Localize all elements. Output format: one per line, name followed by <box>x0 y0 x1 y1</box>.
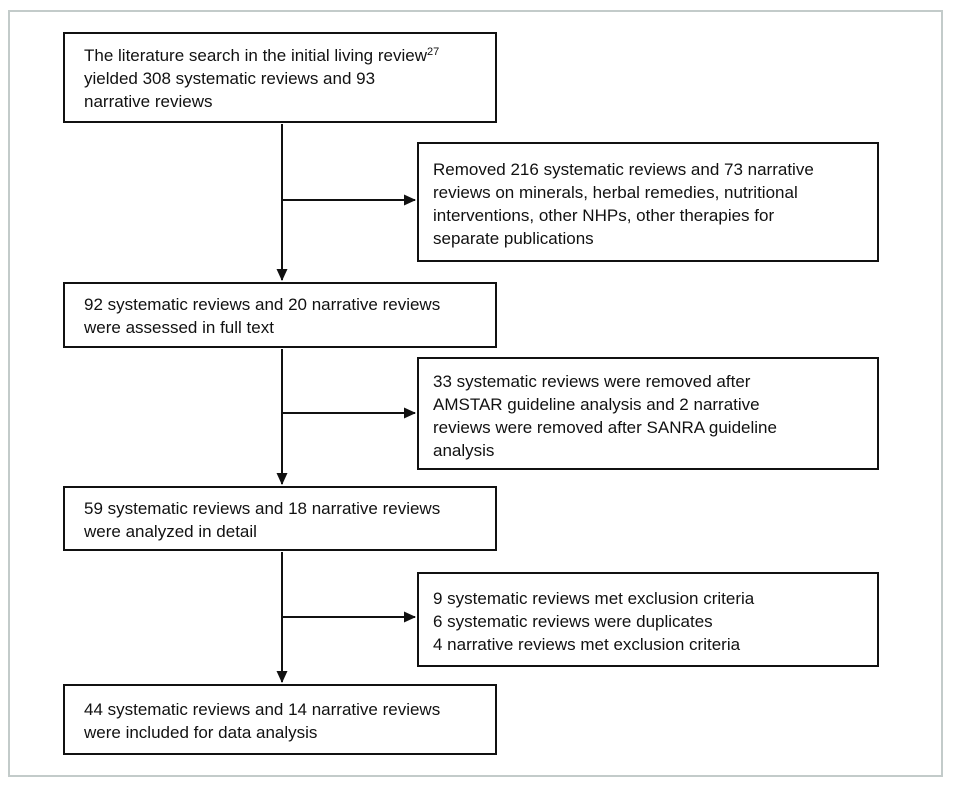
box-text-line: reviews were removed after SANRA guideli… <box>433 418 777 437</box>
flow-box-removed-other-topics: Removed 216 systematic reviews and 73 na… <box>417 142 879 262</box>
box-text-line: were included for data analysis <box>84 723 318 742</box>
box-text-line: were assessed in full text <box>84 318 274 337</box>
box-text-line: narrative reviews <box>84 92 213 111</box>
box-text-line: interventions, other NHPs, other therapi… <box>433 206 775 225</box>
box-text-line: 59 systematic reviews and 18 narrative r… <box>84 499 441 518</box>
box-text-line: analysis <box>433 441 495 460</box>
flow-box-included-for-analysis: 44 systematic reviews and 14 narrative r… <box>63 684 497 755</box>
box-text-line: separate publications <box>433 229 594 248</box>
box-text-line: 44 systematic reviews and 14 narrative r… <box>84 700 441 719</box>
flow-box-exclusions-and-duplicates: 9 systematic reviews met exclusion crite… <box>417 572 879 667</box>
box-text-line: 9 systematic reviews met exclusion crite… <box>433 589 755 608</box>
box-text-line: 6 systematic reviews were duplicates <box>433 612 713 631</box>
box-text-line: 33 systematic reviews were removed after <box>433 372 751 391</box>
box-text-line: reviews on minerals, herbal remedies, nu… <box>433 183 798 202</box>
flow-box-assessed-full-text: 92 systematic reviews and 20 narrative r… <box>63 282 497 348</box>
flow-box-removed-after-guideline-analysis: 33 systematic reviews were removed after… <box>417 357 879 470</box>
flow-box-initial-search: The literature search in the initial liv… <box>63 32 497 123</box>
box-text-line: 92 systematic reviews and 20 narrative r… <box>84 295 441 314</box>
reference-superscript: 27 <box>427 46 440 58</box>
box-text-line: were analyzed in detail <box>84 522 257 541</box>
box-text-line: Removed 216 systematic reviews and 73 na… <box>433 160 814 179</box>
flow-box-analyzed-in-detail: 59 systematic reviews and 18 narrative r… <box>63 486 497 551</box>
box-text-line: The literature search in the initial liv… <box>84 46 440 65</box>
box-text-line: yielded 308 systematic reviews and 93 <box>84 69 376 88</box>
box-text-line: 4 narrative reviews met exclusion criter… <box>433 635 741 654</box>
box-text-line: AMSTAR guideline analysis and 2 narrativ… <box>433 395 760 414</box>
